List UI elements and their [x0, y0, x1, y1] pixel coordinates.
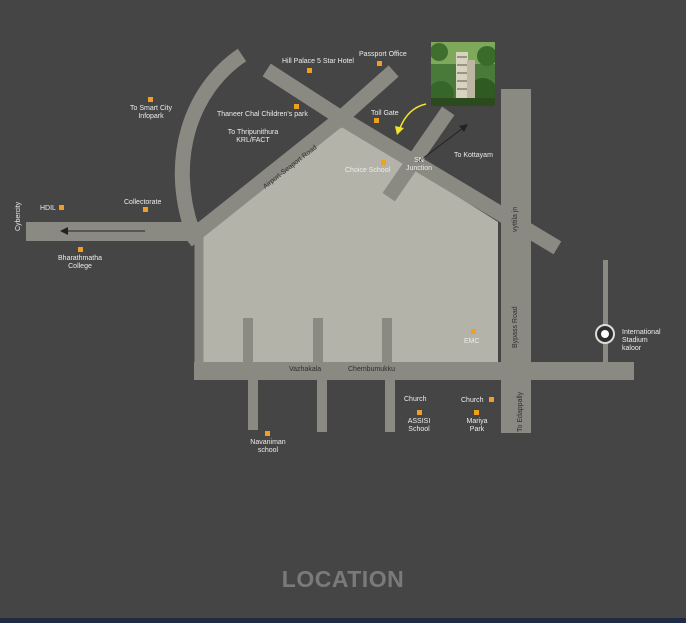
smart-city-label: To Smart City Infopark [129, 105, 173, 120]
to-edappally-label: To Edappally [517, 391, 524, 432]
hdil-marker-icon [59, 205, 64, 210]
hill-palace-marker-icon [307, 68, 312, 73]
lower-street-3 [385, 378, 395, 432]
vazhakala-label: Vazhakala [289, 366, 322, 373]
ne-road [330, 65, 399, 129]
collectorate-marker-icon [143, 207, 148, 212]
mariya-park-label: Mariya Park [466, 418, 488, 433]
bypass-road [501, 89, 531, 433]
inner-street-1 [243, 318, 253, 366]
curved-road [174, 48, 247, 233]
inner-street-3 [382, 318, 392, 366]
bharathmatha-marker-icon [78, 247, 83, 252]
choice-school-marker-icon [381, 160, 386, 165]
church-2-label: Church [461, 397, 484, 404]
stadium-dot-icon [601, 330, 609, 338]
cybercity-arrowhead-icon [60, 227, 68, 235]
map-title: LOCATION [281, 566, 405, 592]
emc-marker-icon [471, 329, 476, 334]
hill-palace-label: Hill Palace 5 Star Hotel [282, 58, 354, 65]
location-pointer-line [399, 103, 427, 129]
vyttila-label: vyttila jn [512, 206, 519, 232]
sn-junction-label: SN Junction [405, 157, 433, 172]
smart-city-marker-icon [148, 97, 153, 102]
navaniman-label: Navaniman school [250, 439, 286, 454]
bottom-bar [0, 618, 686, 623]
kottayam-arrowhead-icon [459, 124, 468, 132]
lower-street-1 [248, 378, 258, 430]
navaniman-marker-icon [265, 431, 270, 436]
assisi-label: ASSISI School [407, 418, 431, 433]
choice-school-label: Choice School [345, 167, 391, 174]
passport-office-label: Passport Office [359, 51, 407, 58]
bypass-road-label: Bypass Road [512, 306, 519, 348]
lower-street-2 [317, 378, 327, 432]
thripunithura-label: To Thripunithura KRL/FACT [227, 129, 279, 144]
project-photo [431, 42, 495, 106]
sn-junction-spur [382, 106, 455, 202]
inner-street-2 [313, 318, 323, 366]
nw-road [262, 63, 352, 129]
thaneer-chal-label: Thaneer Chal Children's park [217, 111, 308, 118]
passport-office-marker-icon [377, 61, 382, 66]
assisi-marker-icon [417, 410, 422, 415]
airport-seaport-road [182, 107, 352, 247]
central-block [202, 122, 498, 362]
hdil-label: HDIL [40, 205, 56, 212]
mariya-park-marker-icon [474, 410, 479, 415]
kottayam-arrow-line [417, 127, 464, 163]
thaneer-chal-marker-icon [294, 104, 299, 109]
emc-label: EMC [464, 338, 480, 345]
stadium-road [603, 260, 608, 364]
church-2-marker-icon [489, 397, 494, 402]
bharathmatha-label: Bharathmatha College [58, 255, 102, 270]
to-kottayam-label: To Kottayam [454, 152, 493, 159]
cybercity-label: Cybercity [15, 201, 22, 231]
toll-gate-label: Toll Gate [371, 110, 399, 117]
toll-gate-marker-icon [374, 118, 379, 123]
stadium-label: International Stadium kaloor [622, 329, 661, 352]
location-pointer-arrowhead-icon [395, 126, 404, 135]
church-1-label: Church [404, 396, 427, 403]
collectorate-label: Collectorate [124, 199, 162, 206]
chembumukku-road [194, 362, 634, 380]
chembumukku-label: Chembumukku [348, 366, 396, 373]
